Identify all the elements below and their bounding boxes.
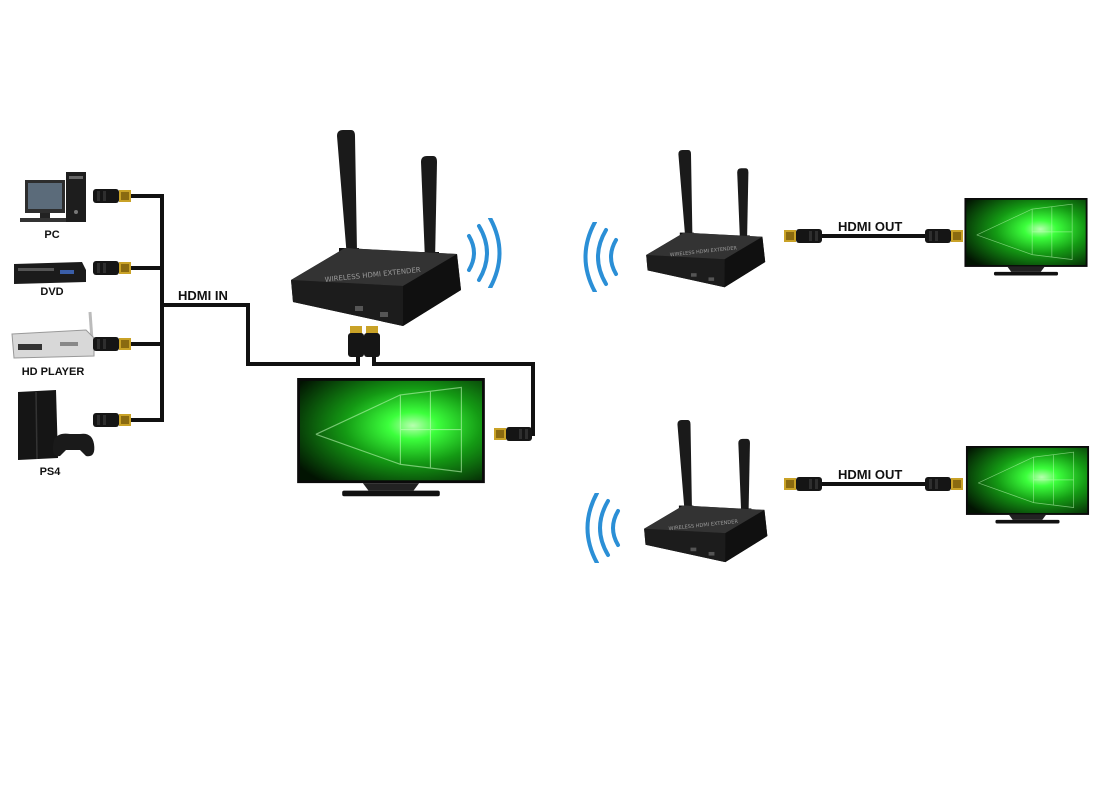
- dvd-player-icon: [14, 262, 86, 284]
- source-label-pc: PC: [44, 229, 59, 241]
- hdmi-connector-icon: [925, 229, 963, 243]
- monitor-icon: [965, 446, 1090, 524]
- hdmi-connector-icon: [494, 427, 532, 441]
- ps4-console-icon: [18, 390, 95, 460]
- hdmi-connector-icon: [784, 477, 822, 491]
- hdmi-connector-icon: [93, 261, 131, 275]
- wifi-waves-icon: [583, 222, 618, 292]
- hdmi-connector-icon: [925, 477, 963, 491]
- source-label-dvd: DVD: [40, 286, 63, 298]
- transmitter-icon: [291, 130, 461, 326]
- hd-player-icon: [11, 311, 95, 359]
- hdmi-connector-icon: [348, 326, 380, 357]
- hdmi-out-label-top: HDMI OUT: [838, 219, 902, 234]
- hdmi-cables: [130, 194, 930, 486]
- hdmi-in-label: HDMI IN: [178, 288, 228, 303]
- wifi-waves-icon: [585, 493, 620, 563]
- hdmi-connector-icon: [93, 413, 131, 427]
- source-label-hd-player: HD PLAYER: [22, 366, 85, 378]
- hdmi-out-label-bottom: HDMI OUT: [838, 467, 902, 482]
- hdmi-connector-icon: [784, 229, 822, 243]
- monitor-icon: [296, 378, 486, 497]
- receiver-icon: [644, 420, 768, 563]
- source-label-ps4: PS4: [40, 466, 62, 478]
- wifi-waves-icon: [467, 218, 502, 288]
- receiver-icon: [646, 150, 766, 288]
- monitor-icon: [964, 198, 1088, 276]
- pc-icon: [20, 172, 86, 222]
- hdmi-connector-icon: [93, 189, 131, 203]
- hdmi-connector-icon: [93, 337, 131, 351]
